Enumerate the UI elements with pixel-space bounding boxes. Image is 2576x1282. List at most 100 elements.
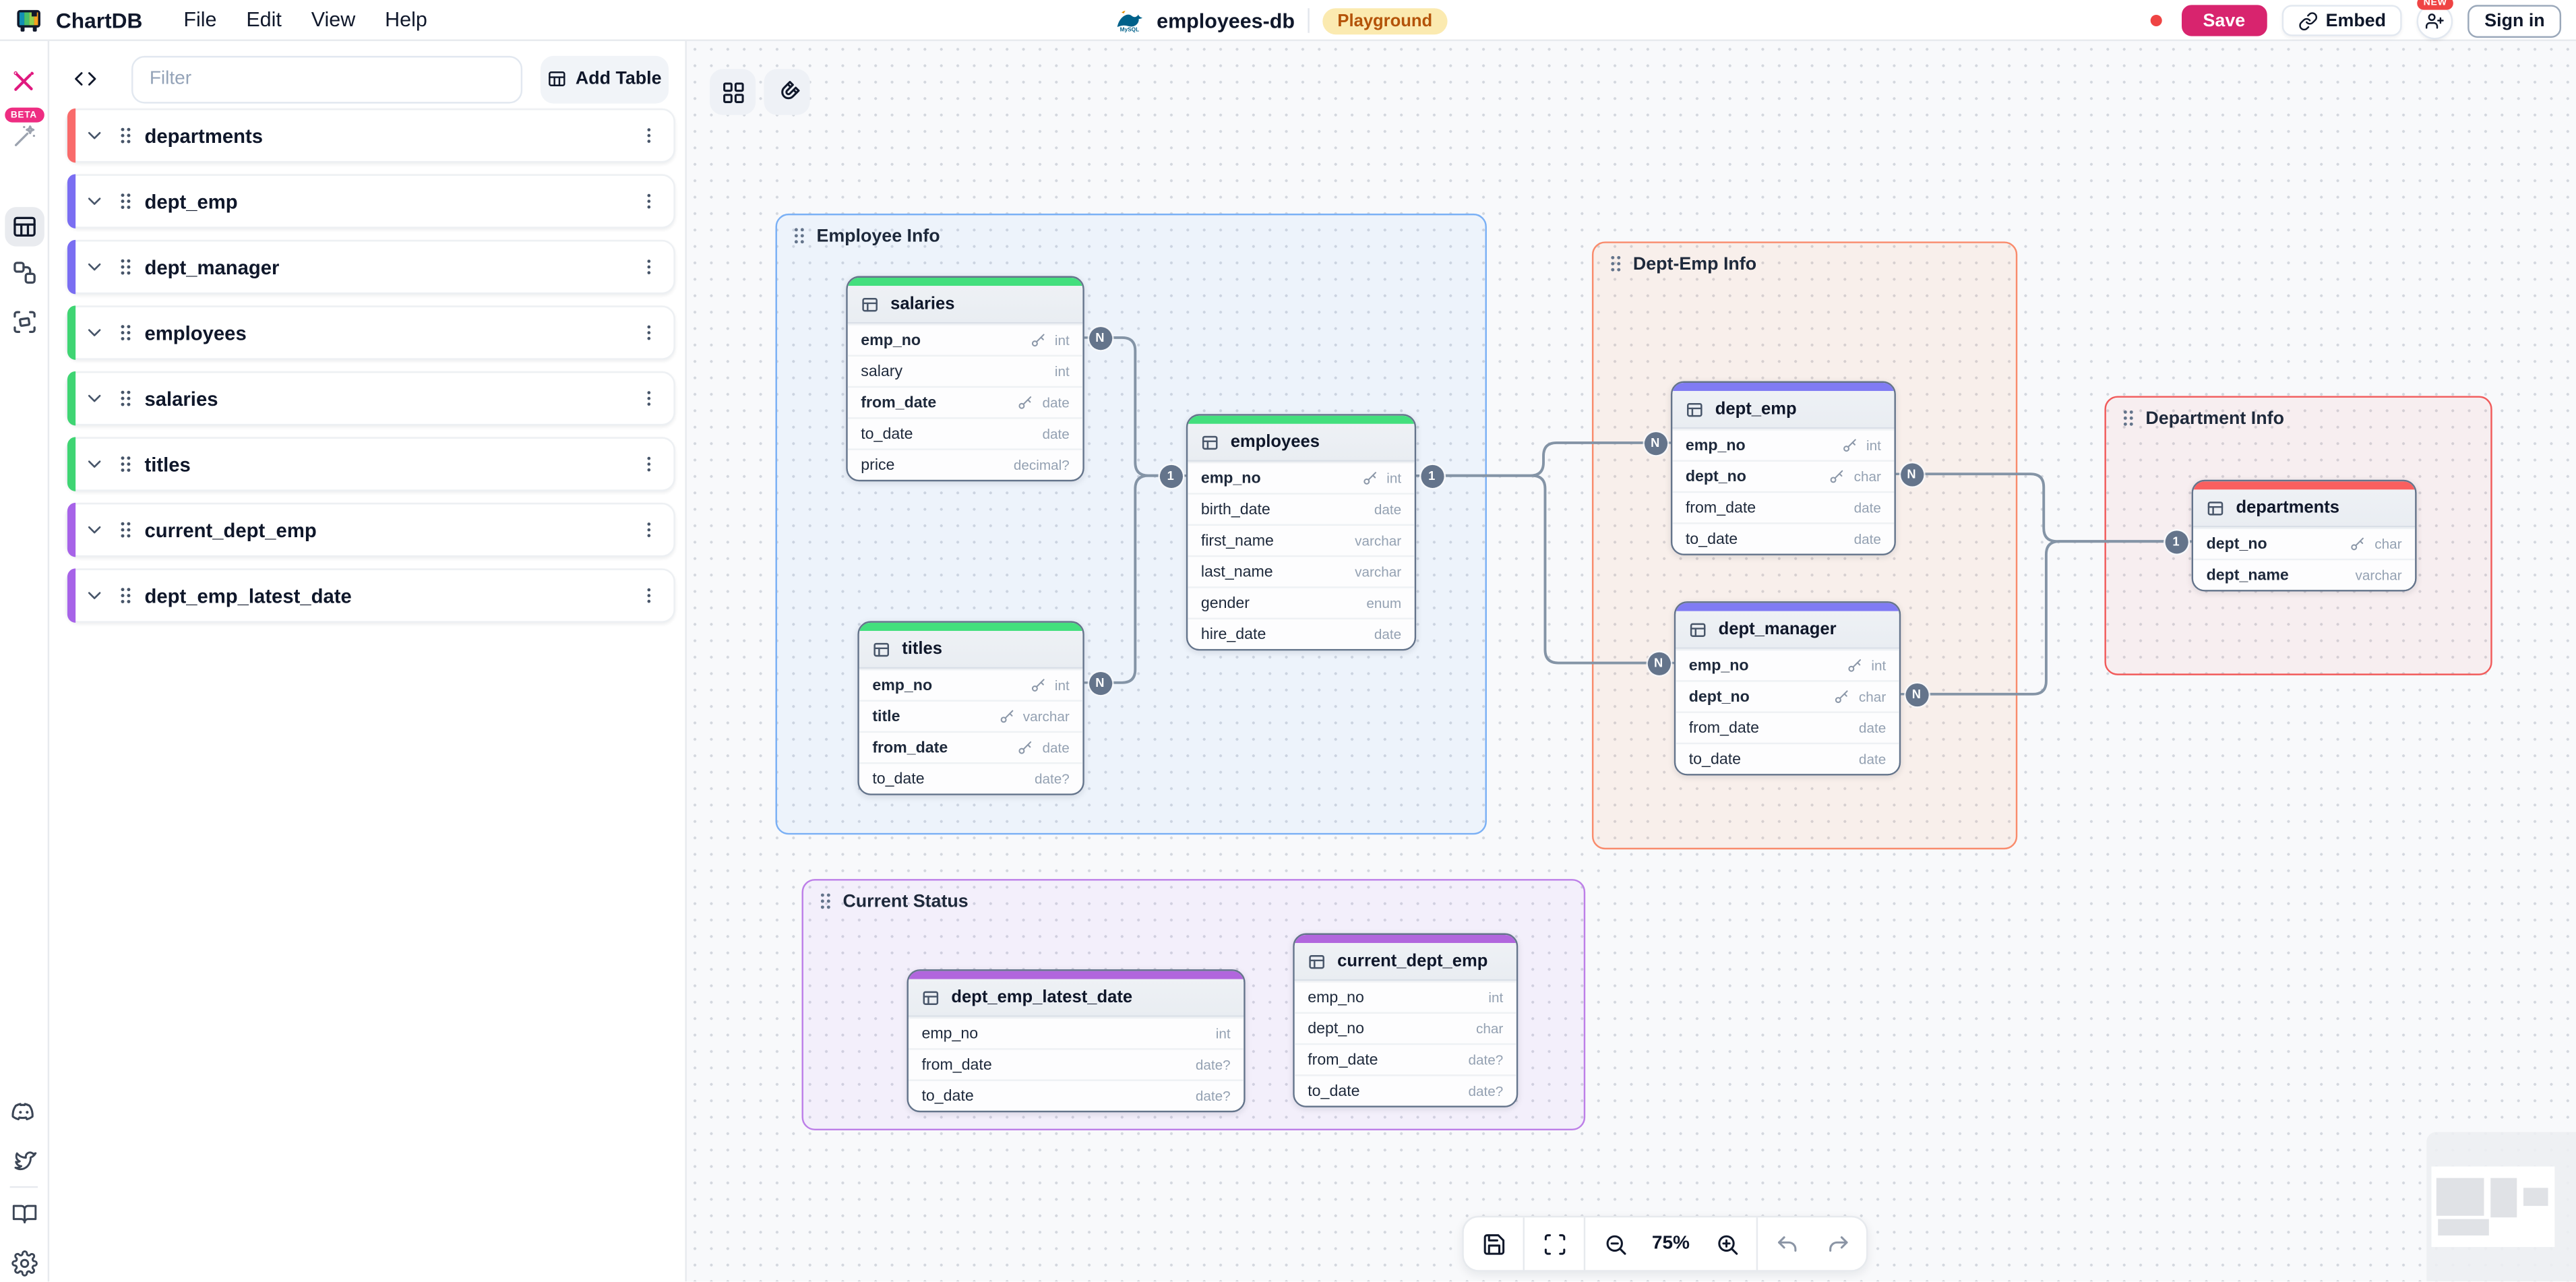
chevron-down-icon[interactable] bbox=[84, 125, 105, 146]
drag-handle-icon[interactable] bbox=[117, 388, 135, 409]
filter-input[interactable] bbox=[131, 55, 523, 103]
code-view-icon[interactable] bbox=[74, 67, 97, 90]
chevron-down-icon[interactable] bbox=[84, 388, 105, 409]
table-header[interactable]: dept_manager bbox=[1676, 611, 1899, 649]
drag-handle-icon[interactable] bbox=[117, 191, 135, 212]
menu-help[interactable]: Help bbox=[385, 8, 427, 32]
sidebar-item-dept_emp_latest_date[interactable]: dept_emp_latest_date bbox=[65, 568, 675, 623]
drag-handle-icon[interactable] bbox=[790, 225, 808, 247]
tables-panel-icon[interactable] bbox=[4, 207, 44, 247]
areas-panel-icon[interactable] bbox=[4, 303, 44, 342]
settings-gear-icon[interactable] bbox=[4, 1244, 44, 1282]
menu-file[interactable]: File bbox=[183, 8, 217, 32]
drag-handle-icon[interactable] bbox=[117, 454, 135, 475]
table-header[interactable]: dept_emp bbox=[1672, 391, 1895, 429]
drag-handle-icon[interactable] bbox=[117, 519, 135, 541]
save-diagram-button[interactable] bbox=[1471, 1221, 1516, 1266]
sidebar-item-dept_emp[interactable]: dept_emp bbox=[65, 174, 675, 228]
sidebar-item-titles[interactable]: titles bbox=[65, 437, 675, 491]
chevron-down-icon[interactable] bbox=[84, 322, 105, 344]
drag-handle-icon[interactable] bbox=[117, 585, 135, 607]
zoom-out-button[interactable] bbox=[1592, 1221, 1638, 1266]
table-header[interactable]: salaries bbox=[847, 286, 1083, 324]
menu-edit[interactable]: Edit bbox=[246, 8, 282, 32]
redo-button[interactable] bbox=[1814, 1221, 1860, 1266]
table-menu-icon[interactable] bbox=[639, 454, 658, 475]
table-menu-icon[interactable] bbox=[639, 322, 658, 344]
twitter-icon[interactable] bbox=[4, 1140, 44, 1180]
chevron-down-icon[interactable] bbox=[84, 256, 105, 278]
table-header[interactable]: titles bbox=[859, 631, 1083, 669]
table-header[interactable]: employees bbox=[1188, 423, 1415, 462]
save-button[interactable]: Save bbox=[2181, 5, 2267, 36]
embed-button[interactable]: Embed bbox=[2281, 5, 2403, 36]
table-menu-icon[interactable] bbox=[639, 519, 658, 541]
table-menu-icon[interactable] bbox=[639, 191, 658, 212]
drag-handle-icon[interactable] bbox=[2119, 408, 2137, 429]
sidebar-item-salaries[interactable]: salaries bbox=[65, 371, 675, 426]
drag-handle-icon[interactable] bbox=[1607, 253, 1625, 274]
add-table-button[interactable]: Add Table bbox=[540, 55, 669, 103]
diagram-name[interactable]: employees-db bbox=[1157, 9, 1295, 32]
sidebar-item-departments[interactable]: departments bbox=[65, 108, 675, 163]
undo-button[interactable] bbox=[1765, 1221, 1810, 1266]
table-menu-icon[interactable] bbox=[639, 256, 658, 278]
minimap[interactable] bbox=[2426, 1132, 2576, 1282]
table-header[interactable]: departments bbox=[2193, 489, 2416, 528]
table-header[interactable]: dept_emp_latest_date bbox=[908, 979, 1244, 1017]
sidebar-item-current_dept_emp[interactable]: current_dept_emp bbox=[65, 502, 675, 557]
editor-tools-icon[interactable] bbox=[4, 61, 44, 100]
reorder-tables-button[interactable] bbox=[710, 69, 756, 115]
magic-wand-icon[interactable] bbox=[4, 117, 44, 156]
drag-handle-icon[interactable] bbox=[816, 890, 834, 912]
discord-icon[interactable] bbox=[4, 1091, 44, 1131]
table-menu-icon[interactable] bbox=[639, 388, 658, 409]
fit-view-button[interactable] bbox=[1531, 1221, 1577, 1266]
zoom-level[interactable]: 75% bbox=[1651, 1233, 1690, 1254]
menu-view[interactable]: View bbox=[311, 8, 356, 32]
sidebar-item-employees[interactable]: employees bbox=[65, 305, 675, 360]
relationships-panel-icon[interactable] bbox=[4, 253, 44, 293]
sidebar-item-dept_manager[interactable]: dept_manager bbox=[65, 239, 675, 295]
drag-handle-icon[interactable] bbox=[117, 322, 135, 344]
docs-book-icon[interactable] bbox=[4, 1194, 44, 1234]
chevron-down-icon[interactable] bbox=[84, 191, 105, 212]
sign-in-button[interactable]: Sign in bbox=[2467, 4, 2562, 37]
